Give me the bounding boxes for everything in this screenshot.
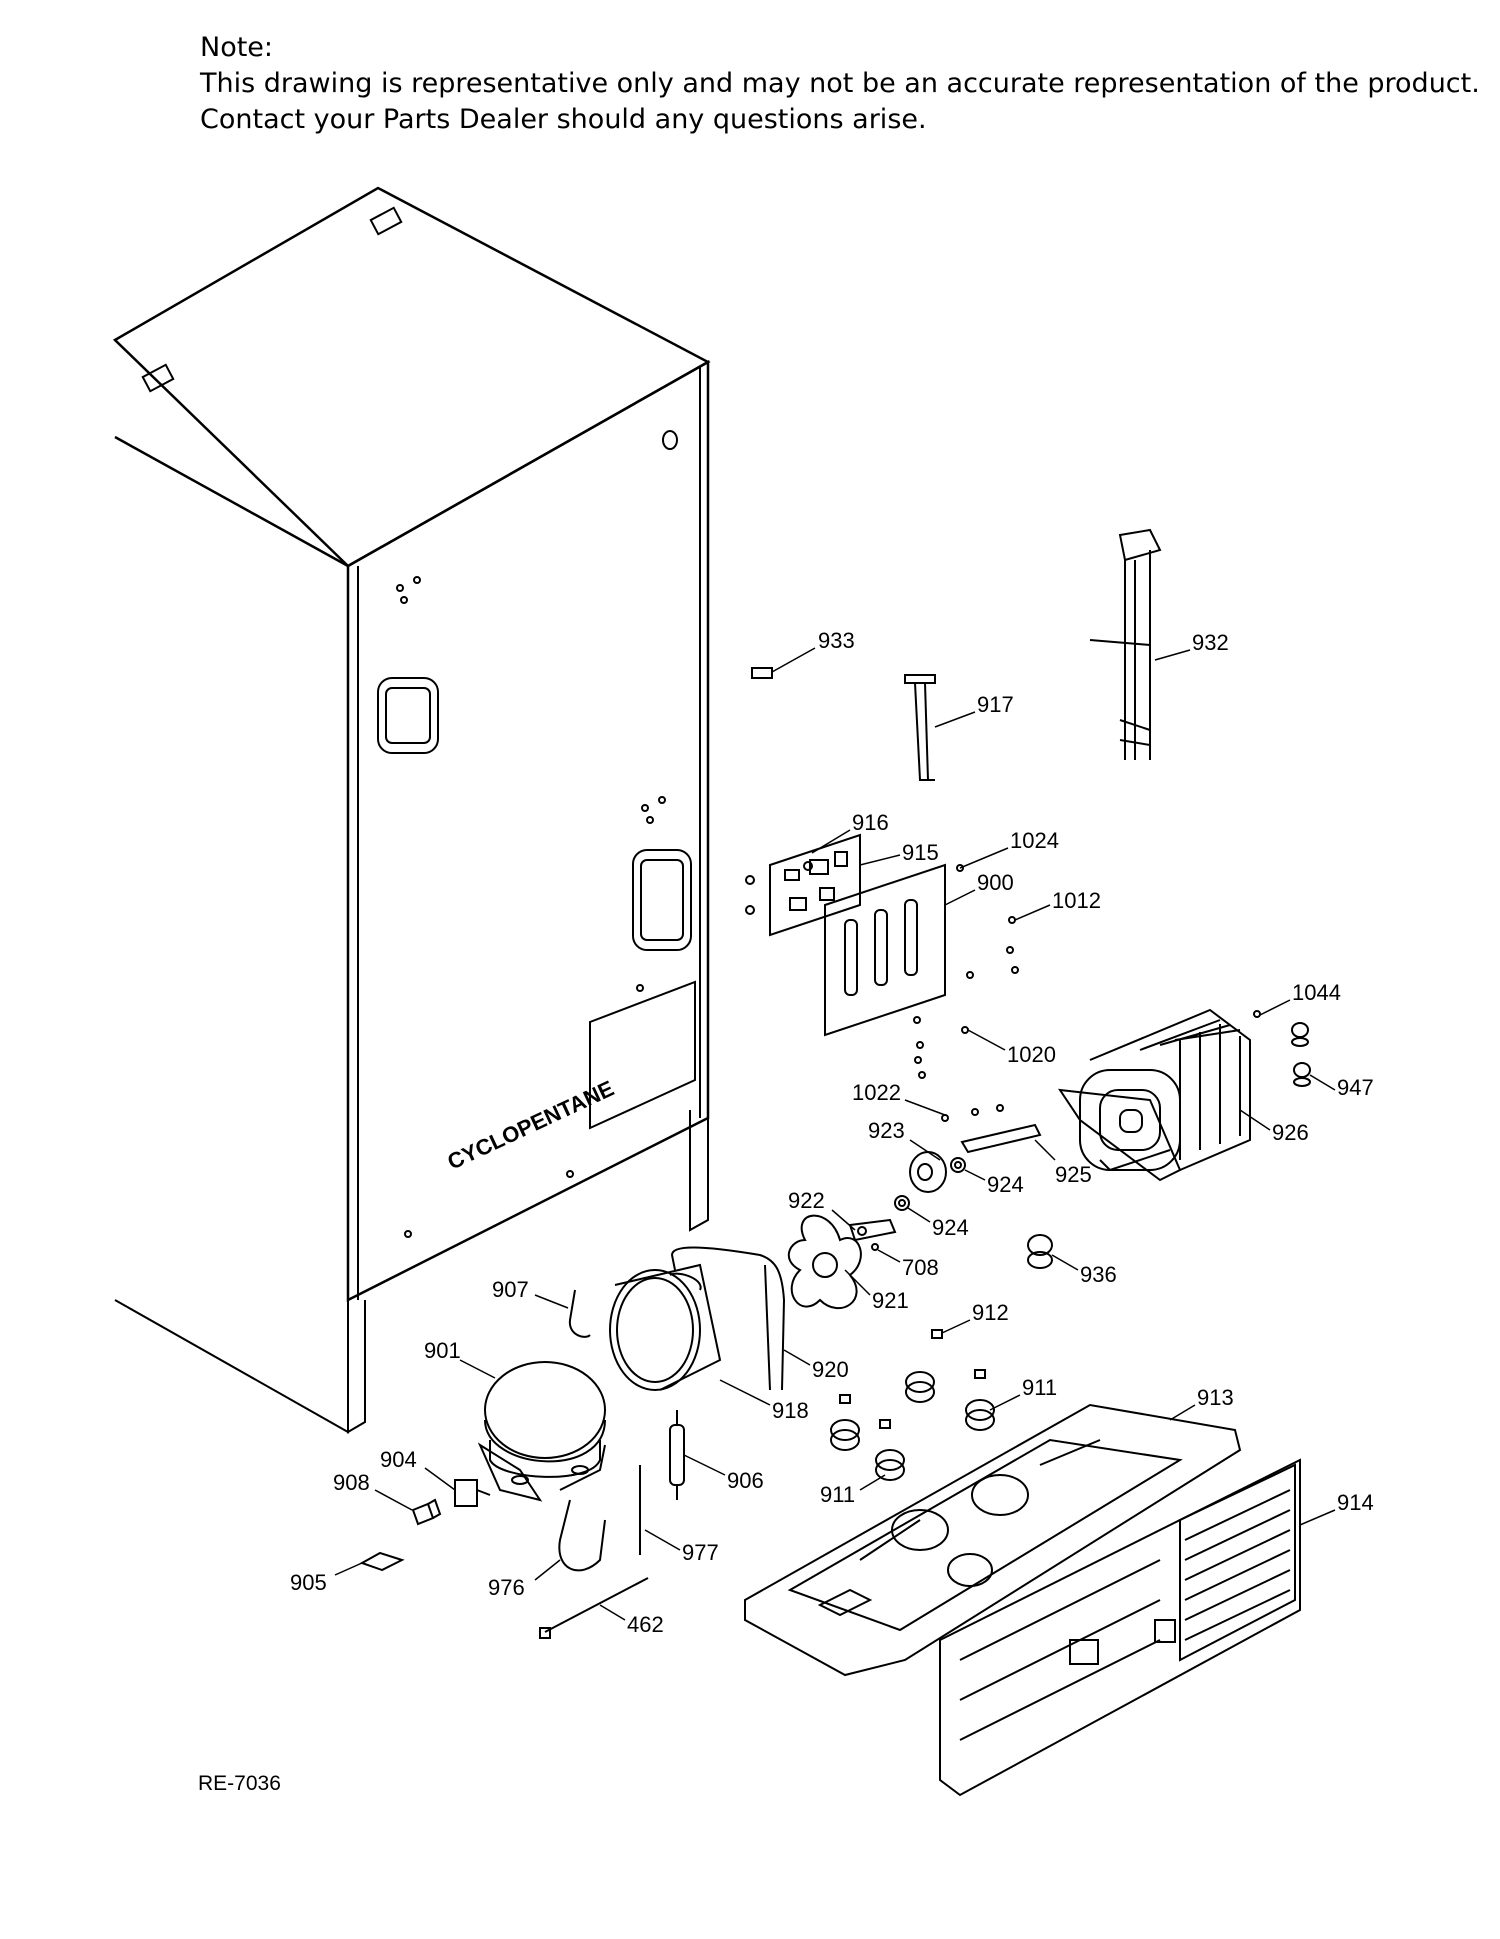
part-label: 1024 [1010,828,1059,853]
relay-904 [454,1479,491,1507]
part-label: 936 [1080,1262,1117,1287]
part-label: 1020 [1007,1042,1056,1067]
fan-blade-921 [787,1214,862,1310]
part-label: 907 [492,1277,529,1302]
screws [745,861,1261,1122]
part-label: 911 [1022,1375,1057,1400]
part-label: 924 [987,1172,1024,1197]
part-708 [871,1243,879,1251]
part-label: 1044 [1292,980,1341,1005]
part-label: 933 [818,628,855,653]
part-label: 924 [932,1215,969,1240]
tube-920 [670,1246,786,1391]
part-label: 912 [972,1300,1009,1325]
dryer-906 [669,1410,685,1500]
water-tube-932 [1089,528,1162,760]
part-label: 926 [1272,1120,1309,1145]
grommets-924 [894,1157,966,1211]
part-label: 916 [852,810,889,835]
grommets-947 [1291,1022,1311,1087]
part-label: 918 [772,1398,809,1423]
part-label: 900 [977,870,1014,895]
part-label: 976 [488,1575,525,1600]
leader-lines [334,647,1336,1621]
part-label: 917 [977,692,1014,717]
part-label: 904 [380,1447,417,1472]
tube-462 [539,1577,649,1639]
main-control-board-915 [769,833,861,937]
fan-motor-923 [909,1151,947,1193]
part-label: 922 [788,1188,825,1213]
fan-bracket-922 [848,1218,897,1242]
clips-912 [839,1329,986,1429]
note-heading: Note: [200,32,274,63]
part-labels: 933 932 917 916 915 1024 900 1012 1044 9… [290,628,1374,1637]
part-label: 925 [1055,1162,1092,1187]
board-mount-900 [824,863,946,1037]
tube-907 [568,1289,591,1338]
part-label: 905 [290,1570,327,1595]
part-label: 901 [424,1338,461,1363]
part-label: 462 [627,1612,664,1637]
grommets-911 [830,1371,995,1481]
tube-976 [558,1499,606,1572]
part-label: 914 [1337,1490,1374,1515]
fan-bracket-925 [960,1123,1042,1154]
part-label: 1012 [1052,888,1101,913]
part-label: 947 [1337,1075,1374,1100]
part-label: 923 [868,1118,905,1143]
part-label: 908 [333,1470,370,1495]
compressor-901 [477,1361,606,1502]
overload-908 [411,1498,442,1526]
part-label: 911 [820,1482,855,1507]
grommet-936 [1027,1234,1053,1269]
cabinet-label: CYCLOPENTANE [444,1076,618,1175]
base-pan-913 [744,1403,1242,1677]
drawing-code: RE-7036 [198,1772,281,1795]
part-label: 915 [902,840,939,865]
screw-933 [751,667,773,679]
part-label: 932 [1192,630,1229,655]
condenser-coil-926 [1057,1008,1251,1182]
part-label: 1022 [852,1080,901,1105]
harness-917 [904,674,936,781]
refrigerator-cabinet [112,186,711,1434]
part-label: 906 [727,1468,764,1493]
part-label: 921 [872,1288,909,1313]
grille-914 [939,1458,1301,1797]
part-label: 913 [1197,1385,1234,1410]
part-label: 977 [682,1540,719,1565]
part-label: 920 [812,1357,849,1382]
note-line-2: Contact your Parts Dealer should any que… [200,104,927,135]
cover-905 [359,1551,405,1572]
fan-shroud-918 [609,1263,722,1391]
note-line-1: This drawing is representative only and … [200,68,1480,99]
note-block: Note: This drawing is representative onl… [200,30,1480,138]
part-label: 708 [902,1255,939,1280]
